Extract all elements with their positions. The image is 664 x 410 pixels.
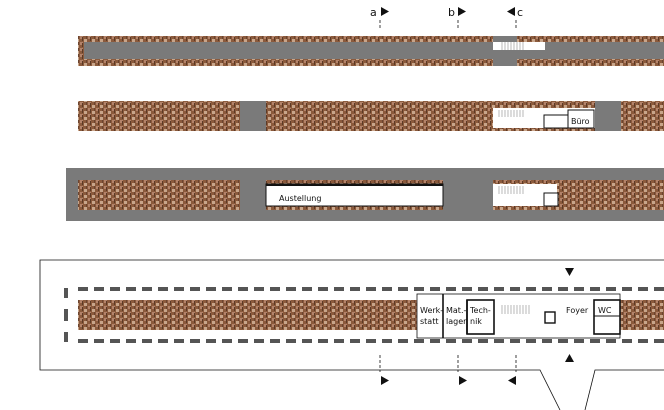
room-label-buero: Büro — [571, 117, 590, 126]
section-label-c: c — [517, 6, 523, 19]
triangle-arrow-icon — [565, 354, 574, 362]
room-label-technik-1: Tech- — [469, 306, 491, 315]
room-label-wc: WC — [598, 306, 612, 315]
room-label-technik-2: nik — [470, 317, 482, 326]
elevator-icon — [543, 192, 559, 207]
triangle-arrow-icon — [459, 376, 467, 385]
section-markers-top: a b c — [370, 6, 523, 30]
room-label-matlager-1: Mat.- — [446, 306, 466, 315]
stair-icon — [497, 110, 525, 117]
section-label-b: b — [448, 6, 455, 19]
triangle-arrow-icon — [507, 7, 515, 16]
room-label-ausstellung: Austellung — [279, 194, 321, 203]
room-label-werkstatt-2: statt — [420, 317, 438, 326]
floor-plan-level-3 — [78, 36, 664, 66]
section-label-a: a — [370, 6, 377, 19]
floor-plan-ground: Werk- statt Mat.- lager Tech- nik Foyer … — [39, 259, 664, 410]
room-label-werkstatt-1: Werk- — [420, 306, 443, 315]
triangle-arrow-icon — [381, 376, 389, 385]
floor-plan-level-2: Büro — [78, 101, 664, 131]
triangle-arrow-icon — [565, 268, 574, 276]
triangle-arrow-icon — [381, 7, 389, 16]
room-label-foyer: Foyer — [566, 306, 589, 315]
triangle-arrow-icon — [508, 376, 516, 385]
triangle-arrow-icon — [458, 7, 466, 16]
room-label-matlager-2: lager — [446, 317, 467, 326]
stair-icon — [497, 186, 525, 194]
elevator-icon — [544, 311, 556, 324]
floor-plan-level-1: Austellung — [66, 168, 664, 221]
stair-icon — [500, 305, 530, 314]
